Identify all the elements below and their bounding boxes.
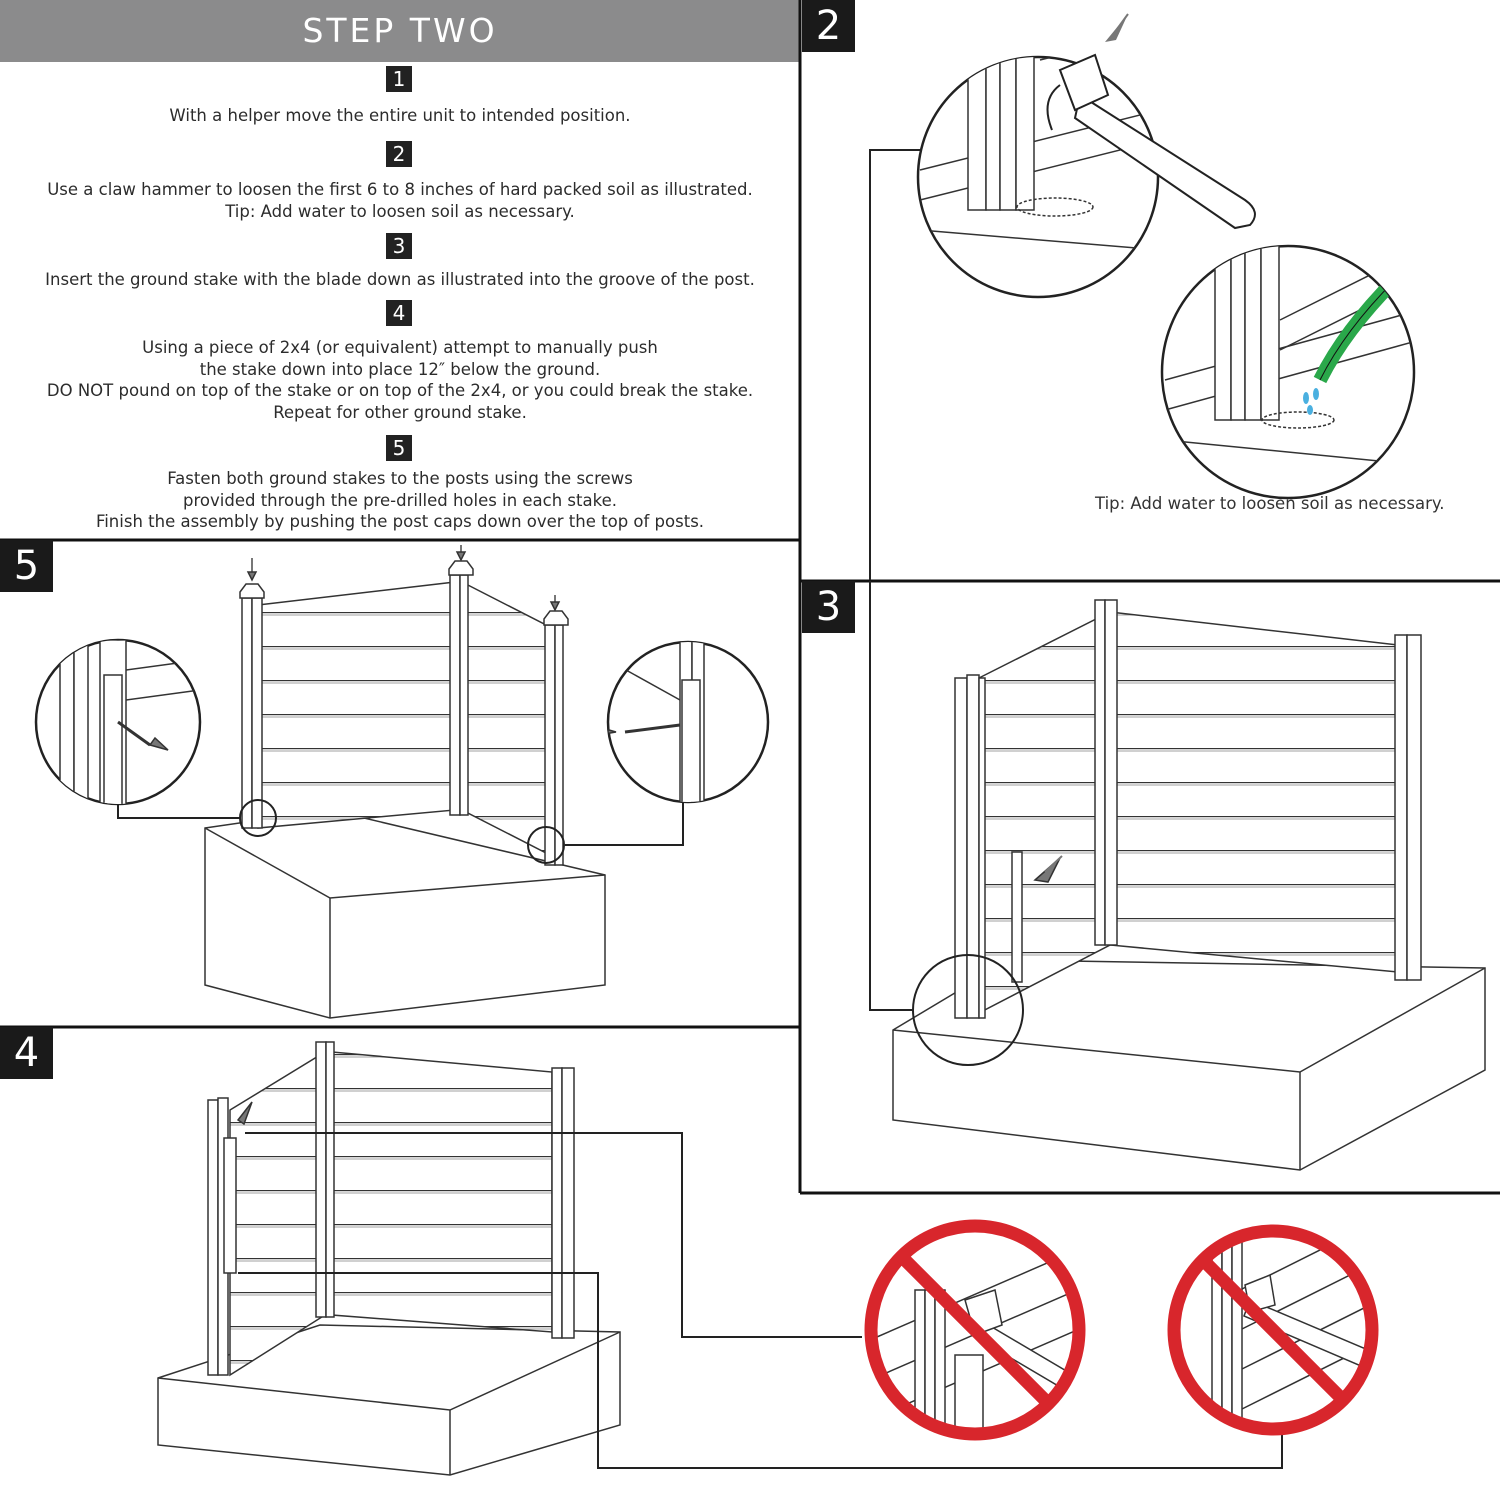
panel-4-label: 4 [0, 1027, 53, 1079]
step-2-line-2: Tip: Add water to loosen soil as necessa… [225, 201, 575, 221]
panel-2-tip: Tip: Add water to loosen soil as necessa… [1095, 494, 1445, 513]
panel-4-push-stake [157, 1041, 1283, 1476]
panel-3-stake-insertion [869, 581, 1486, 1171]
screw-icon [117, 720, 151, 747]
page-title: STEP TWO [0, 0, 800, 62]
step-5-line-1: Fasten both ground stakes to the posts u… [167, 469, 633, 488]
step-4-line-4: Repeat for other ground stake. [273, 402, 527, 422]
step-4-badge: 4 [386, 300, 412, 326]
step-1-badge: 1 [386, 66, 412, 92]
water-drop-icon [1303, 392, 1309, 404]
hammer-icon [1046, 53, 1256, 230]
panel-3-label: 3 [802, 581, 855, 633]
panel-borders [0, 0, 1500, 1195]
step-3-badge: 3 [386, 233, 412, 259]
step-4-line-3: DO NOT pound on top of the stake or on t… [46, 381, 754, 400]
step-3-text: Insert the ground stake with the blade d… [0, 269, 800, 291]
panel-5-label: 5 [0, 540, 53, 592]
panel-5-fastening [34, 545, 770, 1019]
step-1-line-1: With a helper move the entire unit to in… [169, 106, 631, 125]
step-1-text: With a helper move the entire unit to in… [0, 105, 800, 127]
prohibition-icon [864, 1219, 1086, 1441]
step-4-line-2: the stake down into place 12″ below the … [199, 359, 601, 379]
post-cap-icon [239, 583, 265, 599]
post-cap-icon [448, 560, 474, 576]
panel-2-label: 2 [802, 0, 855, 52]
prohibition-icon [1167, 1224, 1379, 1436]
step-2-line-1: Use a claw hammer to loosen the first 6 … [47, 180, 753, 199]
step-5-line-2: provided through the pre-drilled holes i… [183, 490, 617, 510]
step-5-badge: 5 [386, 435, 412, 461]
step-5-line-3: Finish the assembly by pushing the post … [95, 512, 705, 531]
step-2-badge: 2 [386, 141, 412, 167]
step-3-line-1: Insert the ground stake with the blade d… [45, 270, 755, 289]
panel-2-hammer-detail [869, 13, 1416, 580]
screw-icon [624, 723, 681, 734]
step-4-text: Using a piece of 2x4 (or equivalent) att… [0, 337, 800, 423]
step-4-line-1: Using a piece of 2x4 (or equivalent) att… [142, 338, 658, 357]
step-5-text: Fasten both ground stakes to the posts u… [0, 468, 800, 533]
post-cap-icon [543, 610, 569, 626]
step-2-text: Use a claw hammer to loosen the first 6 … [0, 179, 800, 222]
